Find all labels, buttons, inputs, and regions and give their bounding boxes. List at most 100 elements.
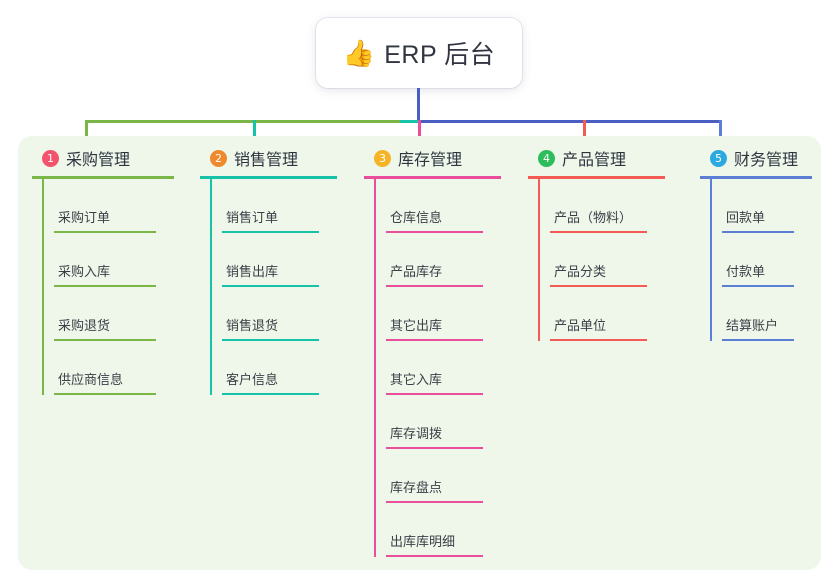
column-销售管理: 2 销售管理销售订单销售出库销售退货客户信息	[200, 146, 345, 395]
list-item[interactable]: 库存盘点	[376, 449, 509, 503]
list-item-label: 库存调拨	[390, 426, 443, 441]
column-title-label: 产品管理	[562, 152, 627, 169]
column-spine	[210, 179, 212, 395]
list-item[interactable]: 销售订单	[212, 179, 345, 233]
list-item-underline	[386, 339, 483, 341]
column-underline	[32, 176, 174, 179]
list-item-underline	[386, 447, 483, 449]
list-item-label: 采购订单	[58, 210, 111, 225]
list-item-underline	[54, 339, 156, 341]
list-item[interactable]: 销售退货	[212, 287, 345, 341]
list-item-label: 销售订单	[226, 210, 279, 225]
list-item[interactable]: 产品库存	[376, 233, 509, 287]
list-item-underline	[722, 231, 794, 233]
connector-drop-1	[85, 120, 88, 147]
column-items: 产品（物料） 产品分类产品单位	[528, 179, 673, 341]
thumbs-up-icon: 👍	[342, 38, 376, 68]
list-item-underline	[222, 339, 319, 341]
connector-drop-5	[719, 120, 722, 147]
list-item-underline	[54, 285, 156, 287]
list-item-underline	[222, 393, 319, 395]
list-item-label: 结算账户	[726, 318, 779, 333]
list-item-underline	[386, 285, 483, 287]
column-title-label: 财务管理	[734, 152, 799, 169]
column-采购管理: 1 采购管理采购订单采购入库采购退货供应商信息	[32, 146, 182, 395]
page-title: ERP 后台	[384, 41, 496, 69]
list-item-label: 产品单位	[554, 318, 607, 333]
list-item[interactable]: 产品分类	[540, 233, 673, 287]
list-item[interactable]: 采购退货	[44, 287, 182, 341]
list-item[interactable]: 产品（物料）	[540, 179, 673, 233]
list-item[interactable]: 回款单	[712, 179, 820, 233]
column-underline	[364, 176, 501, 179]
list-item-label: 产品库存	[390, 264, 443, 279]
list-item[interactable]: 供应商信息	[44, 341, 182, 395]
column-underline	[700, 176, 812, 179]
column-badge-2: 2	[210, 149, 227, 167]
list-item[interactable]: 采购入库	[44, 233, 182, 287]
list-item[interactable]: 其它入库	[376, 341, 509, 395]
list-item-label: 供应商信息	[58, 372, 124, 387]
list-item-label: 产品（物料）	[554, 210, 633, 225]
list-item[interactable]: 销售出库	[212, 233, 345, 287]
list-item-underline	[386, 501, 483, 503]
list-item-underline	[386, 555, 483, 557]
list-item-label: 库存盘点	[390, 480, 443, 495]
connector-bar-segment-2	[400, 120, 418, 123]
column-badge-4: 4	[538, 149, 555, 167]
list-item-label: 采购退货	[58, 318, 111, 333]
column-title-label: 销售管理	[234, 152, 299, 169]
list-item-label: 其它入库	[390, 372, 443, 387]
connector-drop-2	[253, 120, 256, 147]
column-spine	[374, 179, 376, 557]
column-items: 仓库信息产品库存其它出库其它入库库存调拨库存盘点出库库明细	[364, 179, 509, 557]
column-header-4[interactable]: 4 产品管理	[528, 146, 673, 170]
list-item-label: 出库库明细	[390, 534, 456, 549]
diagram-panel	[18, 136, 821, 570]
list-item-underline	[222, 231, 319, 233]
list-item[interactable]: 采购订单	[44, 179, 182, 233]
list-item-underline	[550, 231, 647, 233]
column-underline	[200, 176, 337, 179]
column-header-1[interactable]: 1 采购管理	[32, 146, 182, 170]
list-item-label: 其它出库	[390, 318, 443, 333]
column-items: 回款单付款单结算账户	[700, 179, 820, 341]
list-item-underline	[550, 339, 647, 341]
column-items: 销售订单销售出库销售退货客户信息	[200, 179, 345, 395]
list-item[interactable]: 仓库信息	[376, 179, 509, 233]
column-spine	[710, 179, 712, 341]
column-badge-1: 1	[42, 149, 59, 167]
root-node-erp-backend[interactable]: 👍 ERP 后台	[316, 18, 522, 88]
column-underline	[528, 176, 665, 179]
list-item-label: 销售退货	[226, 318, 279, 333]
list-item-label: 回款单	[726, 210, 766, 225]
list-item[interactable]: 结算账户	[712, 287, 820, 341]
connector-bar-segment-1	[85, 120, 400, 123]
list-item[interactable]: 产品单位	[540, 287, 673, 341]
list-item-underline	[386, 231, 483, 233]
list-item[interactable]: 付款单	[712, 233, 820, 287]
column-title-label: 采购管理	[66, 152, 131, 169]
list-item-underline	[386, 393, 483, 395]
list-item[interactable]: 客户信息	[212, 341, 345, 395]
list-item-underline	[54, 231, 156, 233]
list-item-label: 仓库信息	[390, 210, 443, 225]
column-spine	[42, 179, 44, 395]
list-item-underline	[722, 339, 794, 341]
list-item-label: 采购入库	[58, 264, 111, 279]
column-header-2[interactable]: 2 销售管理	[200, 146, 345, 170]
list-item[interactable]: 出库库明细	[376, 503, 509, 557]
list-item-underline	[550, 285, 647, 287]
list-item-underline	[54, 393, 156, 395]
column-title-label: 库存管理	[398, 152, 463, 169]
list-item[interactable]: 其它出库	[376, 287, 509, 341]
list-item-label: 客户信息	[226, 372, 279, 387]
list-item[interactable]: 库存调拨	[376, 395, 509, 449]
connector-trunk-vertical	[417, 88, 420, 122]
connector-drop-3	[418, 120, 421, 147]
